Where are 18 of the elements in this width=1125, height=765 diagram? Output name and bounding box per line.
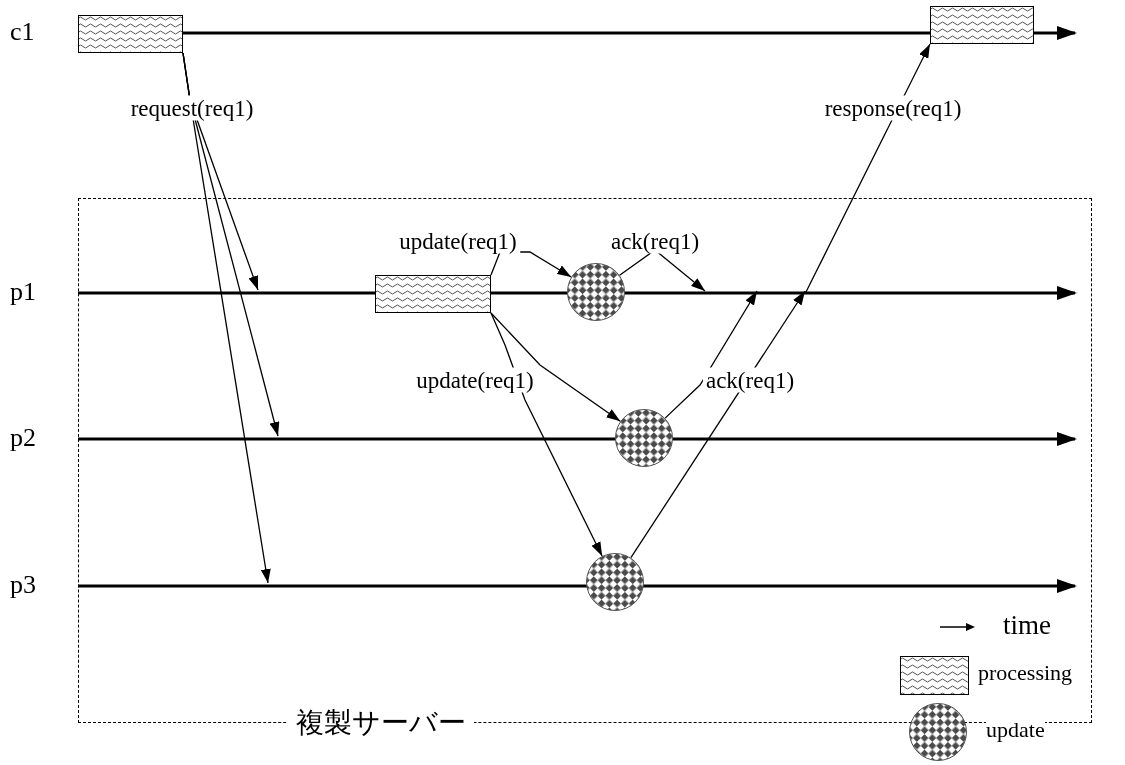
message-arrow	[490, 312, 603, 557]
update-circle	[586, 553, 644, 611]
process-label: p3	[10, 572, 36, 598]
message-arrow	[664, 290, 758, 419]
processing-box	[375, 275, 491, 313]
process-label: p2	[10, 425, 36, 451]
update-circle	[567, 263, 625, 321]
message-arrow	[490, 312, 621, 422]
message-arrow	[182, 52, 271, 584]
process-label: c1	[10, 19, 35, 45]
processing-box	[930, 6, 1034, 44]
message-arrow	[630, 290, 806, 559]
message-arrow	[804, 43, 931, 295]
processing-box	[78, 15, 183, 53]
legend-label: update	[986, 719, 1045, 741]
process-label: p1	[10, 279, 36, 305]
group-title: 複製サーバー	[288, 708, 474, 737]
update-circle	[615, 409, 673, 467]
